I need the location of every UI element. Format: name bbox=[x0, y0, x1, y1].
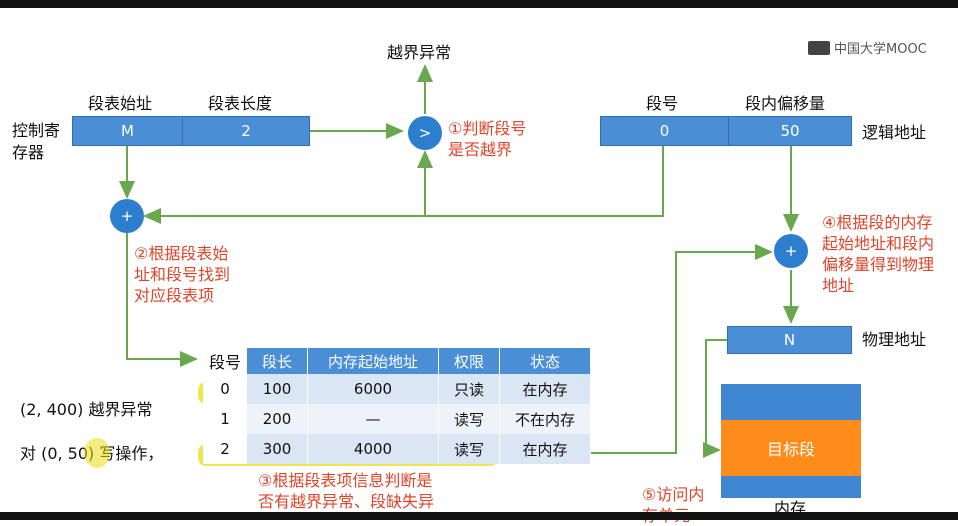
row-idx: 0 bbox=[203, 374, 248, 404]
memory-block: 目标段 bbox=[721, 384, 861, 498]
col-header-start: 内存起始地址 bbox=[307, 348, 440, 374]
cell-start: — bbox=[307, 404, 440, 434]
seg-table-start-label: 段表始址 bbox=[88, 94, 153, 113]
step4-note: ④根据段的内存 起始地址和段内 偏移量得到物理 地址 bbox=[822, 213, 935, 295]
logo-mark-icon bbox=[808, 40, 830, 55]
row-idx: 1 bbox=[203, 404, 248, 434]
cell-start: 6000 bbox=[307, 374, 440, 404]
compare-operator: > bbox=[408, 116, 442, 150]
top-black-bar bbox=[0, 0, 958, 8]
col-header-state: 状态 bbox=[499, 348, 592, 374]
memory-region-bottom bbox=[721, 476, 861, 498]
segment-table: 段号 段长 内存起始地址 权限 状态 0 100 6000 只读 在内存 1 2… bbox=[203, 348, 592, 464]
add-operator-1: + bbox=[110, 199, 144, 233]
mooc-logo: 中国大学MOOC bbox=[808, 38, 927, 57]
arrow-add-to-table bbox=[126, 233, 198, 367]
logical-addr-label: 逻辑地址 bbox=[862, 123, 927, 142]
cell-state: 在内存 bbox=[499, 434, 592, 464]
physical-addr-box: N bbox=[727, 326, 852, 354]
table-row: 0 100 6000 只读 在内存 bbox=[203, 374, 592, 404]
arrow-start-to-add2 bbox=[577, 244, 773, 454]
cell-perm: 读写 bbox=[438, 404, 501, 434]
cell-len: 200 bbox=[247, 404, 309, 434]
cursor-highlight bbox=[84, 438, 110, 468]
seg-table-len-label: 段表长度 bbox=[208, 94, 273, 113]
cell-len: 100 bbox=[247, 374, 309, 404]
col-header-len: 段长 bbox=[247, 348, 309, 374]
cell-state: 不在内存 bbox=[499, 404, 592, 434]
overflow-exception-label: 越界异常 bbox=[387, 43, 452, 62]
cell-perm: 只读 bbox=[438, 374, 501, 404]
bottom-black-bar bbox=[0, 512, 958, 520]
step1-note: ①判断段号 是否越界 bbox=[448, 119, 527, 159]
table-idx-header: 段号 bbox=[203, 348, 248, 374]
note-overflow-example: (2, 400) 越界异常 bbox=[20, 400, 153, 419]
table-row: 2 300 4000 读写 在内存 bbox=[203, 434, 592, 464]
step3-note: ③根据段表项信息判断是 否有越界异常、段缺失异 bbox=[258, 471, 435, 511]
cell-len: 300 bbox=[247, 434, 309, 464]
seg-table-start-box: M bbox=[72, 116, 183, 146]
offset-box: 50 bbox=[728, 116, 852, 146]
step2-note: ②根据段表始 址和段号找到 对应段表项 bbox=[134, 244, 231, 305]
seg-num-box: 0 bbox=[600, 116, 729, 146]
memory-region-top bbox=[721, 384, 861, 420]
physical-addr-label: 物理地址 bbox=[862, 330, 927, 349]
table-row: 1 200 — 读写 不在内存 bbox=[203, 404, 592, 434]
seg-num-label: 段号 bbox=[646, 94, 679, 113]
target-segment: 目标段 bbox=[721, 420, 861, 476]
cell-start: 4000 bbox=[307, 434, 440, 464]
col-header-perm: 权限 bbox=[438, 348, 501, 374]
seg-table-len-box: 2 bbox=[182, 116, 310, 146]
row-idx: 2 bbox=[203, 434, 248, 464]
arrow-segnum-to-add bbox=[143, 145, 664, 224]
add-operator-2: + bbox=[774, 234, 808, 268]
control-register-label: 控制寄 存器 bbox=[12, 121, 61, 162]
offset-label: 段内偏移量 bbox=[745, 94, 826, 113]
cell-state: 在内存 bbox=[499, 374, 592, 404]
cell-perm: 读写 bbox=[438, 434, 501, 464]
arrow-physical-to-memory bbox=[703, 339, 727, 458]
